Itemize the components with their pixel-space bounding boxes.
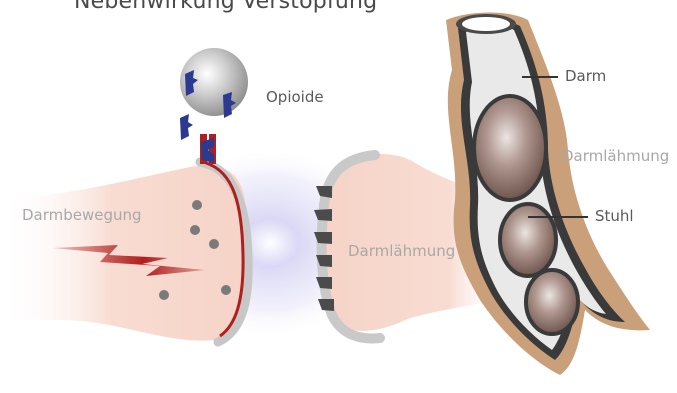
left-nerve-terminal — [0, 134, 248, 342]
label-darmbewegung: Darmbewegung — [22, 208, 142, 223]
label-opioide: Opioide — [266, 90, 324, 105]
stool-mass — [500, 204, 556, 276]
label-darmlaehmung-center: Darmlähmung — [348, 244, 455, 259]
opioid-molecule — [180, 48, 248, 140]
vesicle — [190, 225, 200, 235]
vesicle — [192, 200, 202, 210]
vesicle — [159, 290, 169, 300]
vesicle — [221, 285, 231, 295]
label-stuhl: Stuhl — [595, 209, 634, 224]
stool-mass — [474, 96, 546, 200]
vesicle — [209, 239, 219, 249]
diagram-title: Nebenwirkung Verstopfung — [74, 0, 377, 13]
label-darmlaehmung-right: Darmlähmung — [562, 149, 669, 164]
intestine-illustration — [446, 13, 650, 376]
stool-mass — [526, 270, 578, 334]
label-darm: Darm — [565, 69, 606, 84]
